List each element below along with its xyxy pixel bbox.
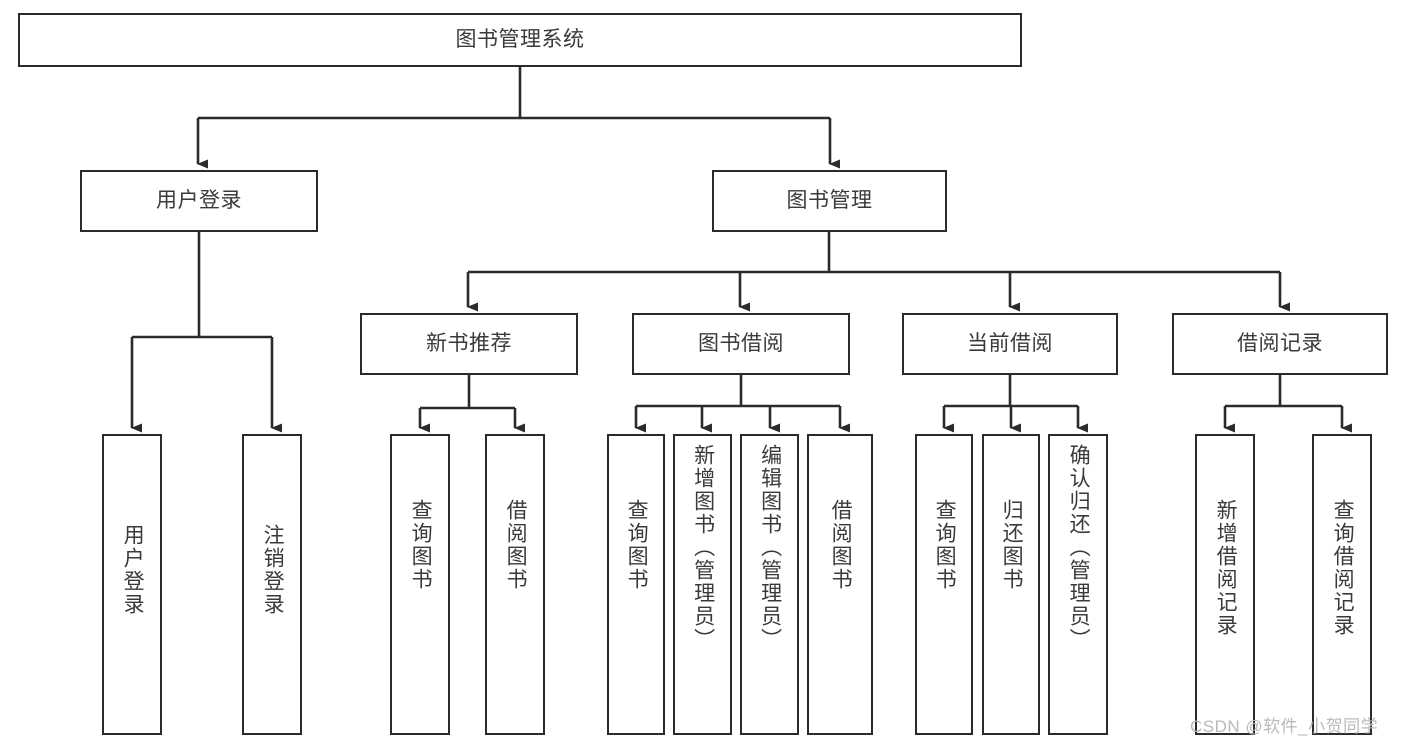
node-leaf-add-book-label: 新增图书（管理员）: [691, 444, 715, 651]
node-leaf-borrow-book-2-label: 借阅图书: [829, 499, 853, 591]
node-leaf-query-book-1-label: 查询图书: [409, 499, 433, 591]
csdn-watermark: CSDN @软件_小贺同学: [1190, 717, 1379, 736]
node-leaf-logout-label: 注销登录: [261, 524, 285, 616]
node-leaf-confirm-return[interactable]: 确认归还（管理员）: [1048, 434, 1108, 735]
node-leaf-logout[interactable]: 注销登录: [242, 434, 302, 735]
node-leaf-query-book-3[interactable]: 查询图书: [915, 434, 973, 735]
node-leaf-edit-book[interactable]: 编辑图书（管理员）: [740, 434, 799, 735]
node-leaf-borrow-book-1[interactable]: 借阅图书: [485, 434, 545, 735]
node-current-borrow-label: 当前借阅: [967, 332, 1053, 356]
node-leaf-return-book-label: 归还图书: [1000, 499, 1024, 591]
node-leaf-borrow-book-2[interactable]: 借阅图书: [807, 434, 873, 735]
node-book-borrow[interactable]: 图书借阅: [632, 313, 850, 375]
node-leaf-user-login-label: 用户登录: [121, 524, 145, 616]
node-leaf-return-book[interactable]: 归还图书: [982, 434, 1040, 735]
node-borrow-record[interactable]: 借阅记录: [1172, 313, 1388, 375]
node-book-manage-label: 图书管理: [786, 189, 873, 213]
node-user-login-label: 用户登录: [156, 189, 242, 213]
node-leaf-query-record-label: 查询借阅记录: [1331, 499, 1355, 637]
node-leaf-add-record[interactable]: 新增借阅记录: [1195, 434, 1255, 735]
node-leaf-add-record-label: 新增借阅记录: [1214, 499, 1238, 637]
node-new-book-recommend-label: 新书推荐: [426, 332, 512, 356]
node-leaf-query-book-2-label: 查询图书: [625, 499, 649, 591]
node-user-login[interactable]: 用户登录: [80, 170, 318, 232]
node-borrow-record-label: 借阅记录: [1237, 332, 1323, 356]
node-leaf-query-book-2[interactable]: 查询图书: [607, 434, 665, 735]
node-book-manage[interactable]: 图书管理: [712, 170, 947, 232]
node-leaf-query-book-1[interactable]: 查询图书: [390, 434, 450, 735]
node-leaf-edit-book-label: 编辑图书（管理员）: [758, 444, 782, 651]
node-current-borrow[interactable]: 当前借阅: [902, 313, 1118, 375]
node-root[interactable]: 图书管理系统: [18, 13, 1022, 67]
node-leaf-add-book[interactable]: 新增图书（管理员）: [673, 434, 732, 735]
node-leaf-user-login[interactable]: 用户登录: [102, 434, 162, 735]
node-root-label: 图书管理系统: [455, 28, 585, 52]
node-book-borrow-label: 图书借阅: [698, 332, 784, 356]
node-leaf-borrow-book-1-label: 借阅图书: [504, 499, 528, 591]
node-new-book-recommend[interactable]: 新书推荐: [360, 313, 578, 375]
node-leaf-query-record[interactable]: 查询借阅记录: [1312, 434, 1372, 735]
node-leaf-query-book-3-label: 查询图书: [933, 499, 957, 591]
node-leaf-confirm-return-label: 确认归还（管理员）: [1067, 444, 1091, 651]
